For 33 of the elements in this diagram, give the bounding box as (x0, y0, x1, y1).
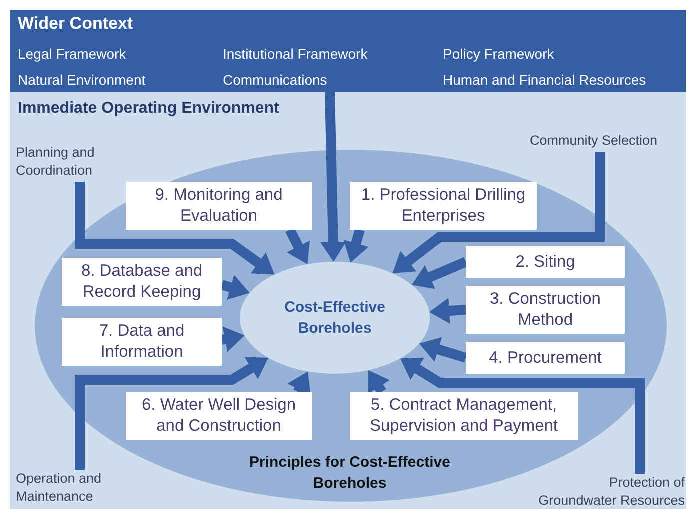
principle-box: 5. Contract Management, Supervision and Payment (350, 392, 578, 440)
factor-label: Protection of Groundwater Resources (530, 474, 685, 509)
context-item: Communications (223, 72, 328, 88)
factor-label: Operation and Maintenance (16, 470, 126, 508)
factor-label: Planning and Coordination (16, 144, 126, 182)
context-item: Human and Financial Resources (443, 72, 646, 88)
group-title: Principles for Cost-Effective Boreholes (248, 453, 452, 494)
arrow (221, 326, 246, 352)
principle-box: 9. Monitoring and Evaluation (126, 182, 312, 230)
principle-box: 8. Database and Record Keeping (62, 258, 222, 306)
arrow (286, 228, 312, 267)
arrow (344, 228, 369, 264)
principle-box: 3. Construction Method (466, 286, 625, 334)
goal-label: Cost-Effective Boreholes (284, 298, 386, 339)
principle-box: 7. Data and Information (62, 318, 222, 366)
context-item: Policy Framework (443, 46, 554, 62)
principle-box: 2. Siting (466, 246, 625, 278)
environment-panel (10, 92, 686, 509)
context-band (10, 10, 686, 92)
context-item: Institutional Framework (223, 46, 368, 62)
context-item: Natural Environment (18, 72, 146, 88)
principle-box: 6. Water Well Design and Construction (126, 392, 312, 440)
context-item: Legal Framework (18, 46, 126, 62)
arrow (418, 337, 468, 363)
arrow (220, 275, 252, 300)
arrow (320, 92, 346, 262)
panel-heading: Immediate Operating Environment (18, 100, 280, 118)
arrow (429, 298, 466, 324)
factor-label: Community Selection (530, 132, 685, 152)
band-heading: Wider Context (18, 14, 134, 34)
principle-box: 4. Procurement (466, 342, 625, 374)
arrow (410, 257, 468, 290)
principle-box: 1. Professional Drilling Enterprises (350, 182, 537, 230)
